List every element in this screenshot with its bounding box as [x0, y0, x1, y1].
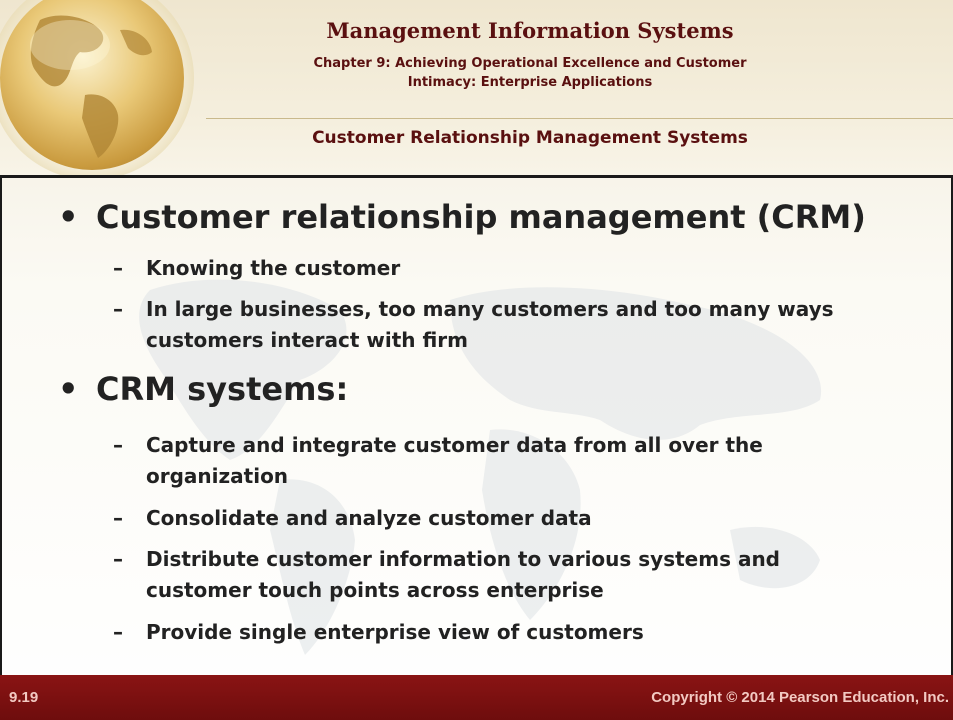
globe-icon: [0, 0, 200, 175]
sub-bullet-text: Knowing the customer: [146, 256, 401, 280]
slide-footer: 9.19 Copyright © 2014 Pearson Education,…: [0, 675, 953, 720]
bullet-text: CRM systems:: [96, 370, 349, 408]
dash-icon: –: [113, 506, 123, 530]
sub-bullet: – Provide single enterprise view of cust…: [113, 617, 883, 648]
sub-bullet-text: Distribute customer information to vario…: [146, 547, 780, 602]
dash-icon: –: [113, 620, 123, 644]
dash-icon: –: [113, 547, 123, 571]
sub-bullet: – Capture and integrate customer data fr…: [113, 430, 883, 492]
chapter-title: Chapter 9: Achieving Operational Excelle…: [230, 54, 830, 92]
course-title: Management Information Systems: [326, 18, 734, 43]
slide-header: Management Information Systems Chapter 9…: [0, 0, 953, 178]
bullet-dot-icon: •: [58, 370, 79, 408]
sub-bullet: – Knowing the customer: [113, 253, 883, 284]
header-divider: [206, 118, 953, 119]
bullet-text: Customer relationship management (CRM): [96, 198, 866, 236]
section-title: Customer Relationship Management Systems: [312, 128, 748, 148]
frame-right-border: [951, 175, 953, 675]
sub-bullet-text: Provide single enterprise view of custom…: [146, 620, 644, 644]
sub-bullet: – In large businesses, too many customer…: [113, 294, 883, 356]
sub-bullet: – Consolidate and analyze customer data: [113, 503, 883, 534]
world-map-watermark: [139, 279, 822, 655]
bullet-crm-systems: • CRM systems:: [58, 370, 348, 408]
dash-icon: –: [113, 256, 123, 280]
slide-number: 9.19: [9, 689, 39, 706]
chapter-line-1: Chapter 9: Achieving Operational Excelle…: [313, 56, 747, 71]
dash-icon: –: [113, 297, 123, 321]
sub-bullet-text: Capture and integrate customer data from…: [146, 433, 763, 488]
chapter-line-2: Intimacy: Enterprise Applications: [407, 75, 653, 90]
bullet-crm: • Customer relationship management (CRM): [58, 198, 866, 236]
sub-bullet-text: Consolidate and analyze customer data: [146, 506, 592, 530]
sub-bullet: – Distribute customer information to var…: [113, 544, 883, 606]
copyright-notice: Copyright © 2014 Pearson Education, Inc.: [651, 689, 949, 706]
sub-bullet-text: In large businesses, too many customers …: [146, 297, 834, 352]
frame-left-border: [0, 175, 2, 675]
bullet-dot-icon: •: [58, 198, 79, 236]
dash-icon: –: [113, 433, 123, 457]
